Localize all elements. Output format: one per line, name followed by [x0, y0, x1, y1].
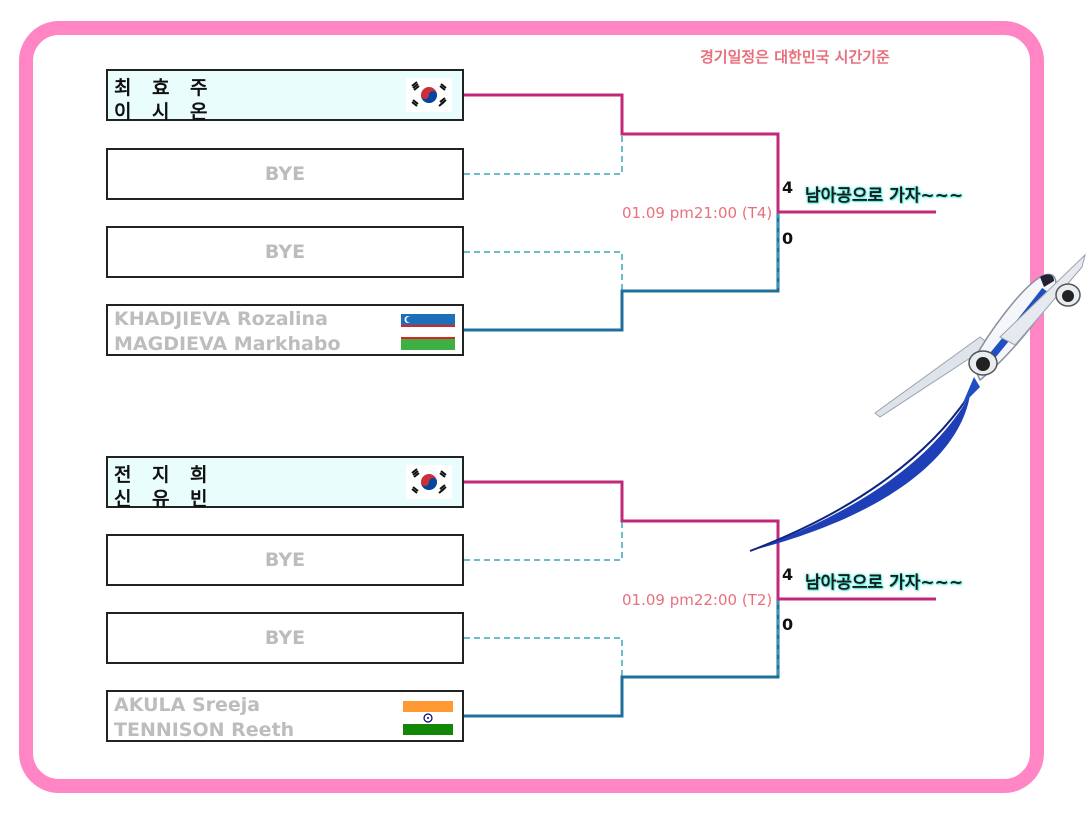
bracket-a-bye1-box: BYE	[106, 148, 464, 200]
bracket-b-line-bye1	[464, 521, 623, 561]
bracket-b-cheer-text: 남아공으로 가자~~~	[805, 573, 964, 593]
bracket-a-line-bye2	[464, 251, 623, 291]
india-flag-icon	[403, 701, 453, 735]
bracket-b-line-winner	[776, 521, 936, 601]
bracket-a-bye2-box: BYE	[106, 226, 464, 278]
bracket-b-schedule: 01.09 pm22:00 (T2)	[622, 591, 773, 609]
bracket-a-line-team1	[464, 93, 780, 212]
bracket-b-score-bottom: 0	[782, 615, 794, 634]
bracket-b-score-top: 4	[782, 565, 794, 584]
bracket-a-team2-box: KHADJIEVA Rozalina MAGDIEVA Markhabo	[106, 304, 464, 356]
bracket-a-team2-player2: MAGDIEVA Markhabo	[114, 333, 341, 355]
bracket-b-team2-box: AKULA Sreeja TENNISON Reeth	[106, 690, 464, 742]
airplane-illustration	[749, 253, 1086, 552]
bracket-a-cheer-text: 남아공으로 가자~~~	[805, 186, 964, 206]
bracket-b-bye1-box: BYE	[106, 534, 464, 586]
bracket-a-team2-player1: KHADJIEVA Rozalina	[114, 308, 328, 330]
south-korea-flag-icon	[406, 78, 452, 112]
bracket-b-line-bye2	[464, 637, 623, 677]
schedule-timezone-note: 경기일정은 대한민국 시간기준	[700, 48, 890, 66]
bracket-a-score-top: 4	[782, 178, 794, 197]
bracket-b-bye2-label: BYE	[264, 627, 306, 649]
bracket-b-line-team2	[464, 599, 780, 718]
bracket-a-line-winner	[776, 134, 936, 214]
bracket-b-bye1-label: BYE	[264, 549, 306, 571]
bracket-a-line-bye1	[464, 134, 623, 175]
bracket-b-team2-player1: AKULA Sreeja	[114, 694, 261, 716]
bracket-a-score-bottom: 0	[782, 229, 794, 248]
bracket-a-bye1-label: BYE	[264, 163, 306, 185]
uzbekistan-flag-icon	[401, 314, 455, 350]
bracket-a-line-team2	[464, 212, 780, 332]
bracket-a-bye2-label: BYE	[264, 241, 306, 263]
bracket-b-team2-player2: TENNISON Reeth	[114, 719, 295, 741]
bracket-b-bye2-box: BYE	[106, 612, 464, 664]
bracket-b-line-team1	[464, 480, 780, 599]
bracket-a-schedule: 01.09 pm21:00 (T4)	[622, 204, 773, 222]
south-korea-flag-icon	[406, 465, 452, 499]
